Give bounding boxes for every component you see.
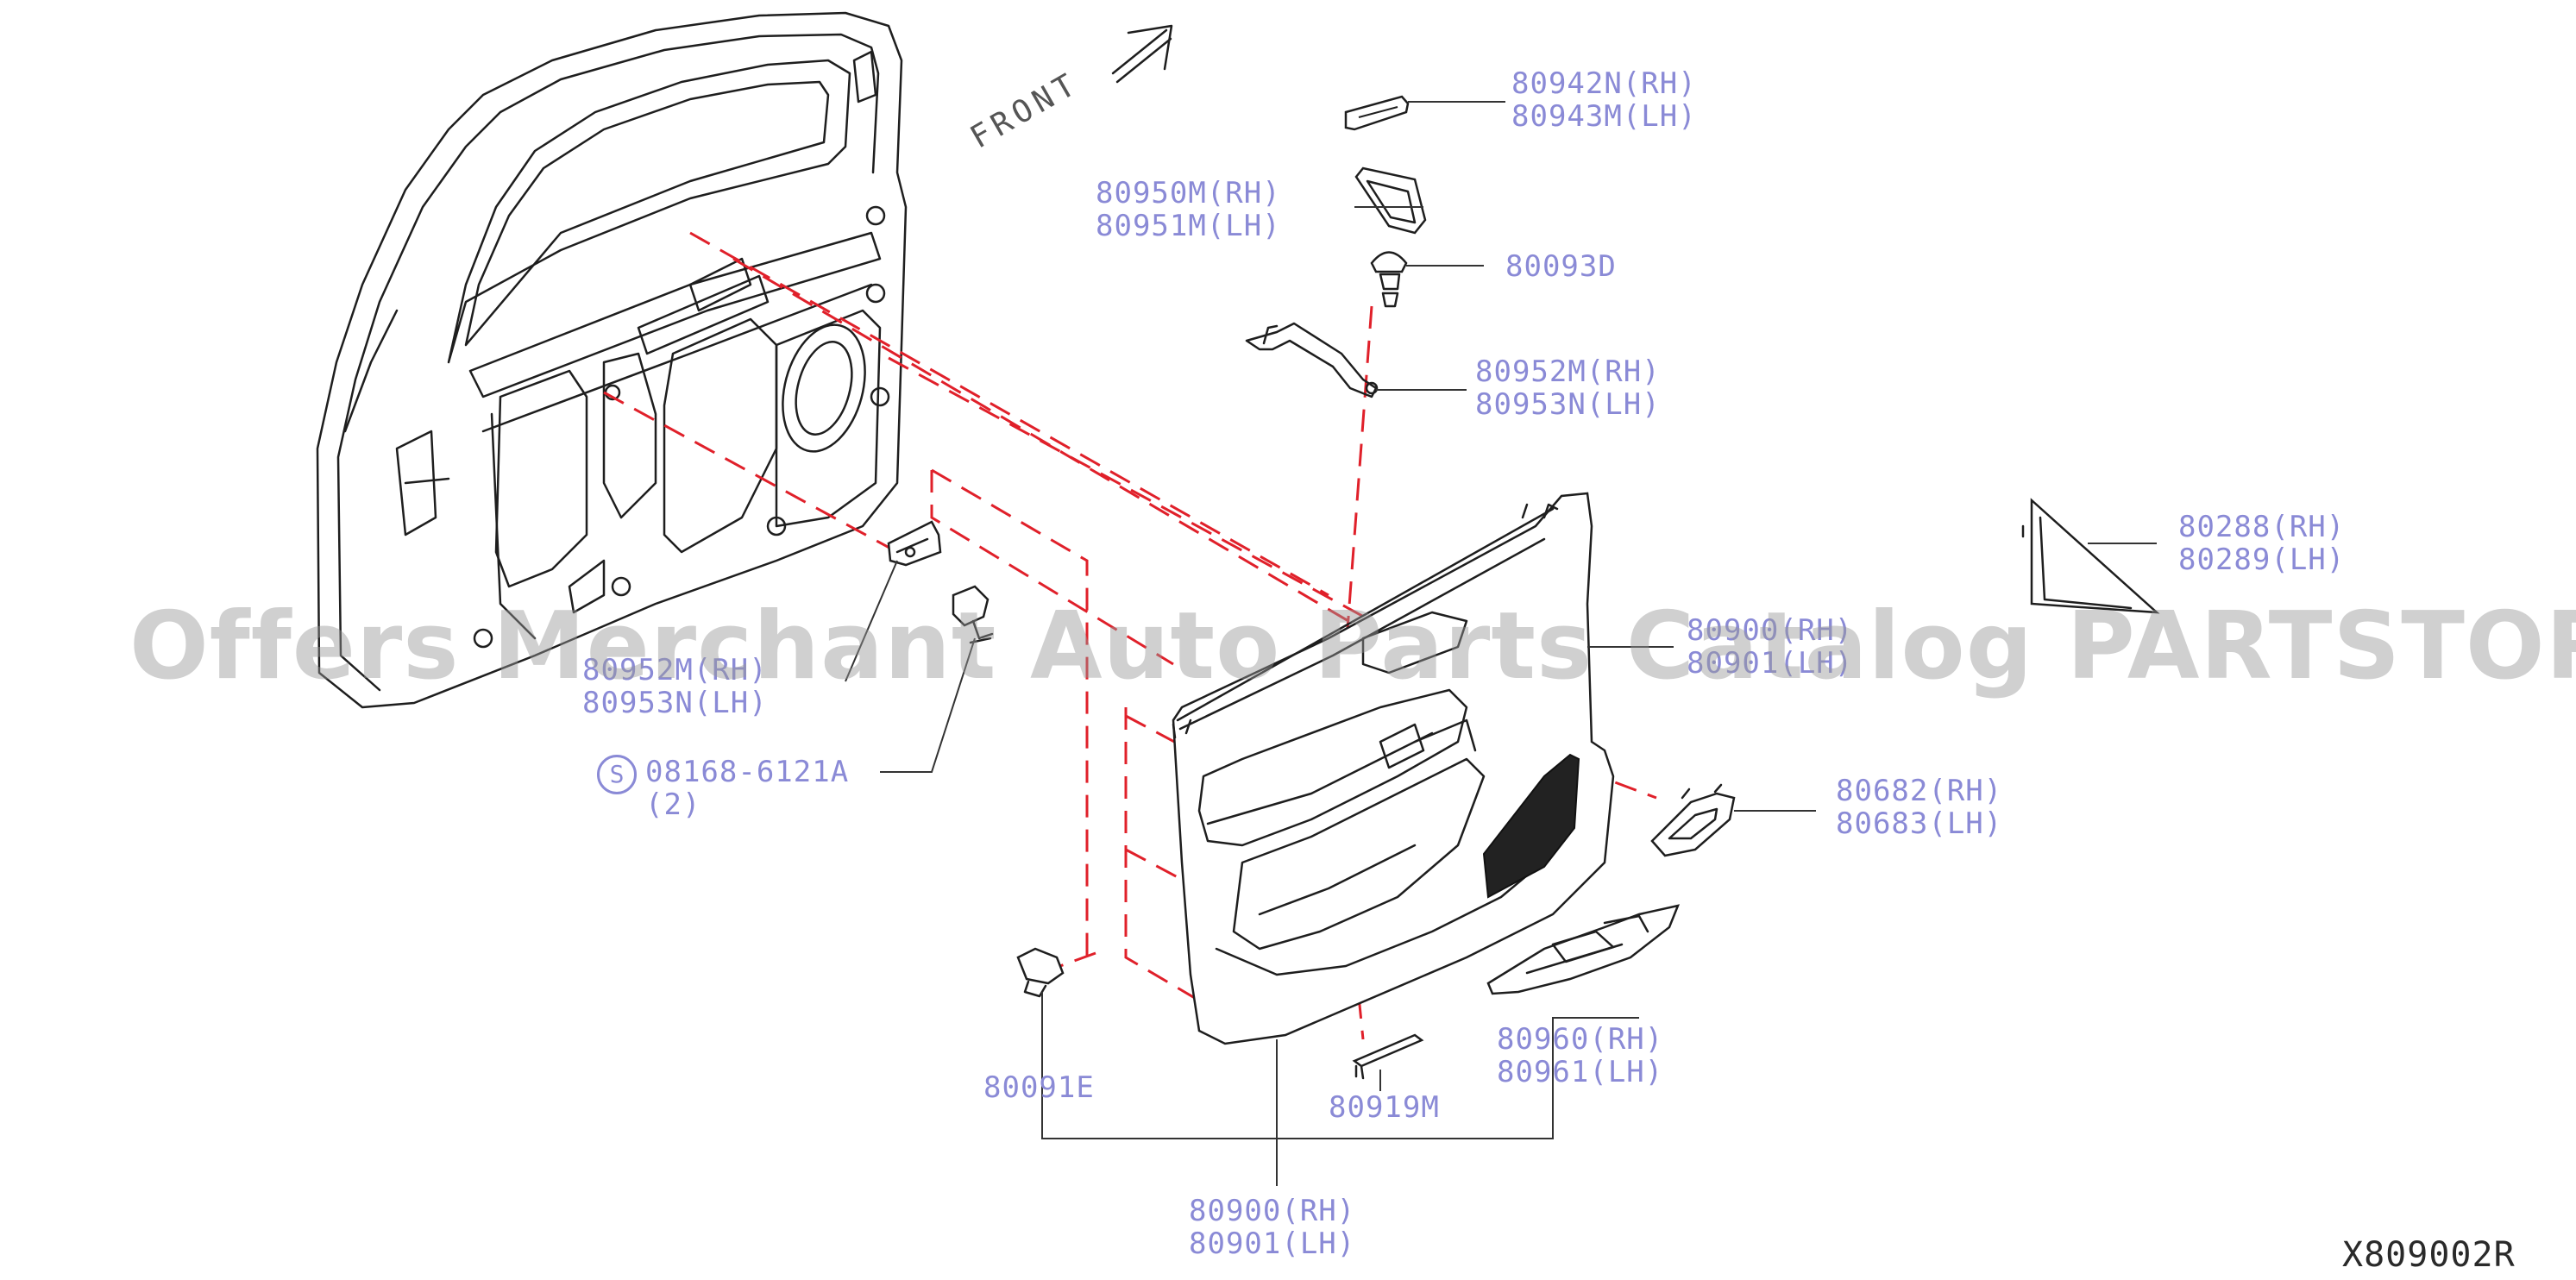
label-80682: 80682(RH)80683(LH) xyxy=(1836,774,2003,841)
label-80919: 80919M xyxy=(1329,1090,1440,1125)
door-trim-panel xyxy=(1172,492,1615,1045)
part-80091-clip xyxy=(1016,947,1065,998)
part-80093-clip xyxy=(1370,251,1408,308)
label-80942: 80942N(RH)80943M(LH) xyxy=(1511,66,1697,134)
part-80919-strip xyxy=(1352,1033,1424,1080)
part-80952-bracket-left xyxy=(887,520,942,567)
label-80960: 80960(RH)80961(LH) xyxy=(1497,1022,1664,1089)
label-08168: 08168-6121A(2) xyxy=(645,755,850,822)
part-80682-bezel xyxy=(1650,783,1736,857)
label-80900-mid: 80900(RH)80901(LH) xyxy=(1687,613,1854,681)
part-80952-bracket xyxy=(1245,322,1379,398)
part-08168-bolt xyxy=(952,585,994,644)
label-80288: 80288(RH)80289(LH) xyxy=(2178,510,2346,577)
part-80942-cap xyxy=(1344,95,1410,131)
label-80952-top: 80952M(RH)80953N(LH) xyxy=(1475,355,1661,422)
part-80288-corner-trim xyxy=(2021,498,2160,614)
label-80091: 80091E xyxy=(983,1070,1095,1105)
label-80900-bottom: 80900(RH)80901(LH) xyxy=(1189,1194,1356,1261)
label-80952-left: 80952M(RH)80953N(LH) xyxy=(582,653,768,720)
front-arrow-icon xyxy=(1111,24,1173,84)
part-80950-escutcheon xyxy=(1354,166,1427,235)
door-inner-panel xyxy=(316,11,908,709)
s-standard-part-icon: S xyxy=(597,755,637,794)
watermark: Offers Merchant Auto Parts Catalog PARTS… xyxy=(129,593,2576,700)
leader-lines xyxy=(845,101,2157,1186)
label-80093: 80093D xyxy=(1505,249,1617,284)
part-80960-finisher xyxy=(1486,904,1681,995)
drawing-code: X809002R xyxy=(2342,1235,2516,1275)
label-80950: 80950M(RH)80951M(LH) xyxy=(1096,176,1281,243)
